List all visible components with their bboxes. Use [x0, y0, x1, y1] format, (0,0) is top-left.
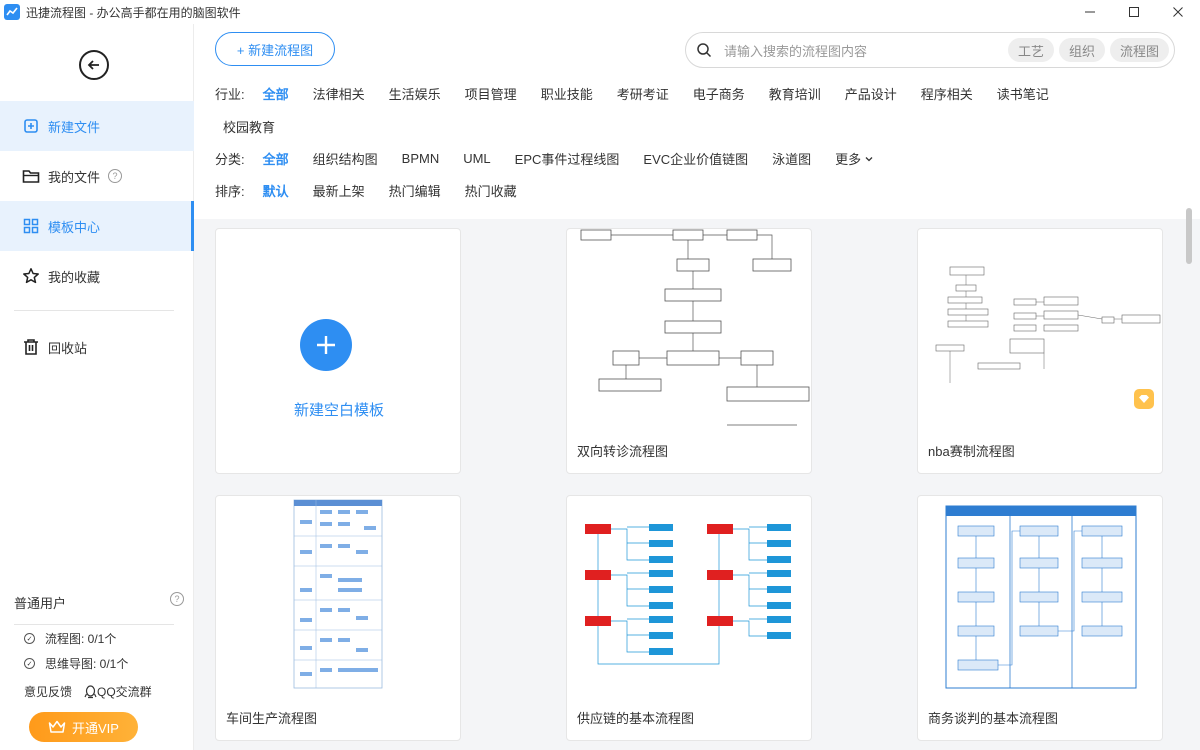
- template-thumbnail: [935, 266, 1161, 383]
- user-type-label: 普通用户: [14, 596, 67, 611]
- scrollbar-thumb[interactable]: [1186, 208, 1192, 264]
- category-option[interactable]: EPC事件过程线图: [514, 152, 620, 167]
- industry-option[interactable]: 生活娱乐: [388, 87, 441, 102]
- sort-filter: 排序: 默认 最新上架 热门编辑 热门收藏: [215, 181, 541, 200]
- sort-option[interactable]: 热门编辑: [388, 184, 441, 199]
- back-arrow-icon[interactable]: [79, 50, 109, 80]
- main-content: + 新建流程图 请输入搜索的流程图内容 工艺 组织 流程图 行业: 全部 法律相…: [194, 24, 1200, 750]
- feedback-link[interactable]: 意见反馈: [24, 685, 73, 699]
- sidebar-divider: [14, 624, 174, 625]
- crown-icon: [48, 720, 66, 733]
- industry-option[interactable]: 程序相关: [920, 87, 973, 102]
- qq-icon: [84, 684, 97, 698]
- new-file-icon: [22, 117, 40, 135]
- industry-option[interactable]: 职业技能: [540, 87, 593, 102]
- close-icon[interactable]: [1156, 0, 1200, 24]
- maximize-icon[interactable]: [1112, 0, 1156, 24]
- template-thumbnail: [585, 524, 791, 665]
- category-option[interactable]: UML: [463, 151, 491, 166]
- template-card[interactable]: 商务谈判的基本流程图: [917, 495, 1163, 741]
- feedback-row: 意见反馈 QQ交流群: [24, 683, 152, 700]
- template-thumbnail: [293, 499, 383, 689]
- sidebar-item-label: 回收站: [48, 340, 88, 356]
- minimize-icon[interactable]: [1068, 0, 1112, 24]
- sort-label: 排序:: [215, 184, 245, 199]
- sidebar-item-label: 新建文件: [48, 119, 101, 135]
- category-option[interactable]: 泳道图: [772, 152, 812, 167]
- help-icon[interactable]: ?: [108, 169, 123, 183]
- category-option[interactable]: BPMN: [401, 151, 440, 166]
- search-input[interactable]: 请输入搜索的流程图内容: [724, 43, 868, 59]
- industry-option[interactable]: 教育培训: [768, 87, 821, 102]
- sidebar-item-label: 我的文件: [48, 169, 101, 185]
- help-icon[interactable]: ?: [170, 592, 184, 606]
- category-filter: 分类: 全部 组织结构图 BPMN UML EPC事件过程线图 EVC企业价值链…: [215, 149, 898, 168]
- category-more-button[interactable]: 更多: [835, 149, 874, 168]
- industry-option[interactable]: 法律相关: [312, 87, 365, 102]
- template-thumbnail: [945, 505, 1137, 689]
- template-thumbnail: [580, 229, 810, 426]
- qq-group-link[interactable]: QQ交流群: [84, 683, 152, 700]
- search-chip-org[interactable]: 组织: [1058, 38, 1105, 62]
- filter-header: + 新建流程图 请输入搜索的流程图内容 工艺 组织 流程图 行业: 全部 法律相…: [194, 24, 1200, 219]
- flowchart-quota: ✓ 流程图: 0/1个: [24, 630, 116, 647]
- sort-option[interactable]: 热门收藏: [464, 184, 517, 199]
- sidebar-divider: [14, 310, 174, 311]
- industry-option[interactable]: 产品设计: [844, 87, 897, 102]
- vip-diamond-icon: [1134, 389, 1154, 409]
- new-flowchart-button[interactable]: + 新建流程图: [215, 32, 335, 66]
- industry-option[interactable]: 全部: [262, 87, 289, 102]
- industry-filter: 行业: 全部 法律相关 生活娱乐 项目管理 职业技能 考研考证 电子商务 教育培…: [215, 84, 1073, 103]
- template-card[interactable]: 供应链的基本流程图: [566, 495, 812, 741]
- open-vip-button[interactable]: 开通VIP: [29, 712, 138, 742]
- sort-option[interactable]: 最新上架: [312, 184, 365, 199]
- sidebar-item-new-file[interactable]: 新建文件: [0, 101, 194, 151]
- industry-option[interactable]: 电子商务: [692, 87, 745, 102]
- title-bar: 迅捷流程图 - 办公高手都在用的脑图软件: [0, 0, 1200, 24]
- search-icon: [697, 43, 712, 58]
- search-chip-flowchart[interactable]: 流程图: [1109, 38, 1169, 62]
- star-icon: [22, 267, 40, 285]
- new-blank-template-card[interactable]: 新建空白模板: [215, 228, 461, 474]
- sidebar-item-favorites[interactable]: 我的收藏: [0, 251, 194, 301]
- template-title: 双向转诊流程图: [577, 444, 669, 459]
- app-logo-icon: [4, 4, 20, 20]
- template-card[interactable]: 双向转诊流程图: [566, 228, 812, 474]
- sidebar: 新建文件 我的文件 ? 模板中心 我的收藏 回收站 普通用户 ? ✓ 流程图: …: [0, 24, 194, 750]
- industry-filter-row2: 校园教育: [223, 117, 299, 136]
- industry-option[interactable]: 考研考证: [616, 87, 669, 102]
- template-grid-icon: [22, 217, 40, 235]
- folder-icon: [22, 167, 40, 185]
- chevron-down-icon: [865, 156, 873, 161]
- template-title: nba赛制流程图: [928, 444, 1015, 459]
- search-chip-craft[interactable]: 工艺: [1007, 38, 1054, 62]
- sidebar-item-label: 模板中心: [48, 219, 101, 235]
- category-label: 分类:: [215, 152, 245, 167]
- sidebar-item-trash[interactable]: 回收站: [0, 322, 194, 372]
- category-option[interactable]: 全部: [262, 152, 289, 167]
- plus-icon: [300, 319, 352, 371]
- category-option[interactable]: EVC企业价值链图: [643, 152, 749, 167]
- check-circle-icon: ✓: [24, 658, 35, 669]
- sidebar-item-my-files[interactable]: 我的文件 ?: [0, 151, 194, 201]
- check-circle-icon: ✓: [24, 633, 35, 644]
- template-card[interactable]: nba赛制流程图: [917, 228, 1163, 474]
- industry-option[interactable]: 项目管理: [464, 87, 517, 102]
- search-box[interactable]: 请输入搜索的流程图内容 工艺 组织 流程图: [685, 32, 1175, 68]
- sort-option[interactable]: 默认: [262, 184, 289, 199]
- template-title: 供应链的基本流程图: [577, 711, 695, 726]
- category-option[interactable]: 组织结构图: [312, 152, 378, 167]
- industry-option[interactable]: 校园教育: [223, 120, 276, 135]
- template-title: 车间生产流程图: [226, 711, 318, 726]
- sidebar-item-template-center[interactable]: 模板中心: [0, 201, 194, 251]
- industry-option[interactable]: 读书笔记: [996, 87, 1049, 102]
- sidebar-item-label: 我的收藏: [48, 269, 101, 285]
- new-blank-template-label: 新建空白模板: [293, 402, 384, 419]
- industry-label: 行业:: [215, 87, 245, 102]
- template-title: 商务谈判的基本流程图: [928, 711, 1059, 726]
- template-card[interactable]: 车间生产流程图: [215, 495, 461, 741]
- mindmap-quota: ✓ 思维导图: 0/1个: [24, 655, 128, 672]
- trash-icon: [22, 338, 40, 356]
- window-title: 迅捷流程图 - 办公高手都在用的脑图软件: [26, 5, 241, 20]
